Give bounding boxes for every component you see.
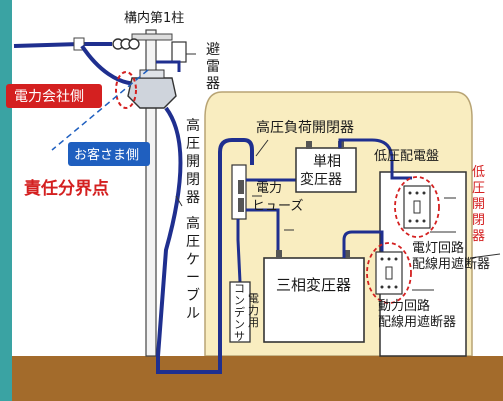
incoming-insulator <box>73 37 85 51</box>
svg-text:器: 器 <box>206 76 220 92</box>
utility-pole <box>145 29 157 357</box>
label-hv-switch: 高 圧 開 閉 器 <box>186 117 200 206</box>
leader-lines <box>175 53 501 291</box>
svg-text:配線用遮断器: 配線用遮断器 <box>378 314 456 330</box>
label-hv-load-switch: 高圧負荷開閉器 <box>256 119 354 136</box>
label-lighting-breaker: 電灯回路 配線用遮断器 <box>412 240 490 272</box>
label-boundary-point: 責任分界点 <box>24 178 109 199</box>
fuse-1 <box>238 180 244 194</box>
boundary-marker-ellipse <box>115 71 137 109</box>
svg-text:単相: 単相 <box>313 154 341 170</box>
svg-text:閉: 閉 <box>186 172 200 188</box>
three-phase-transformer <box>263 257 365 343</box>
svg-text:サ: サ <box>234 330 245 343</box>
svg-text:圧: 圧 <box>186 136 200 152</box>
label-lightning-arrester: 避 雷 器 <box>206 42 220 92</box>
incoming-line <box>13 42 112 48</box>
svg-text:圧: 圧 <box>186 234 200 250</box>
label-customer-side: お客さま側 <box>74 147 139 163</box>
svg-text:電力: 電力 <box>256 181 282 196</box>
svg-text:ル: ル <box>186 306 200 322</box>
customer-side-badge <box>68 142 150 166</box>
svg-text:避: 避 <box>206 42 220 58</box>
svg-text:圧: 圧 <box>472 181 485 196</box>
wire-to-three <box>246 208 280 255</box>
svg-text:デ: デ <box>234 305 245 319</box>
svg-text:器: 器 <box>186 190 200 206</box>
label-power-fuse: 電力 ヒューズ <box>252 181 303 214</box>
svg-text:ヒューズ: ヒューズ <box>252 198 303 214</box>
label-utility-side: 電力会社側 <box>14 89 84 105</box>
svg-text:用: 用 <box>248 316 259 329</box>
svg-text:高: 高 <box>186 117 200 134</box>
label-three-phase-transformer: 三相変圧器 <box>276 276 351 294</box>
svg-text:ブ: ブ <box>186 287 200 304</box>
hv-cable <box>156 106 222 374</box>
svg-text:ン: ン <box>234 318 245 331</box>
label-capacitor: 電 力 用 コ ン デ ン サ <box>234 282 259 343</box>
svg-text:ン: ン <box>234 294 245 307</box>
breaker-power-marker <box>366 242 412 304</box>
lightning-arrester-box <box>171 41 187 63</box>
svg-text:コ: コ <box>234 282 245 295</box>
capacitor-body <box>229 281 251 343</box>
breaker-lighting-marker <box>394 176 440 238</box>
label-single-phase-transformer: 単相 変圧器 <box>300 154 342 188</box>
sp-bushing-1 <box>306 141 312 149</box>
arrester-lead <box>156 60 181 72</box>
insulator-string <box>112 38 140 50</box>
label-hv-cable: 高 圧 ケ ー ブ ル <box>186 215 200 322</box>
wire-to-capacitor <box>236 219 242 283</box>
svg-text:電: 電 <box>248 292 259 305</box>
label-lv-switch: 低 圧 開 閉 器 <box>472 165 485 244</box>
utility-side-badge <box>6 84 102 108</box>
tp-bushing-1 <box>276 250 282 259</box>
hv-cable-inside <box>218 138 254 350</box>
svg-text:変圧器: 変圧器 <box>300 171 342 188</box>
fuse-2 <box>238 198 244 212</box>
left-frame-strip <box>0 0 12 401</box>
wire-three-to-panel <box>342 230 384 258</box>
svg-text:高: 高 <box>186 215 200 232</box>
pole-crossarm <box>131 33 173 41</box>
hv-switch-top <box>139 69 165 79</box>
ground-band <box>12 356 503 401</box>
svg-text:閉: 閉 <box>472 213 485 228</box>
svg-text:開: 開 <box>186 154 200 170</box>
svg-text:低: 低 <box>472 165 485 180</box>
svg-text:電灯回路: 電灯回路 <box>412 240 464 256</box>
tp-bushing-2 <box>344 250 350 259</box>
svg-text:ー: ー <box>186 270 200 286</box>
svg-text:配線用遮断器: 配線用遮断器 <box>412 256 490 272</box>
boundary-line <box>51 69 149 151</box>
svg-text:開: 開 <box>472 197 485 212</box>
drop-wire <box>80 44 139 86</box>
label-lv-panel: 低圧配電盤 <box>374 149 439 164</box>
hv-switch-body <box>127 77 177 109</box>
label-pole: 構内第1柱 <box>124 10 184 26</box>
svg-text:器: 器 <box>472 229 485 244</box>
svg-text:動力回路: 動力回路 <box>378 298 430 314</box>
svg-text:ケ: ケ <box>186 252 200 268</box>
wire-single-to-panel <box>338 138 412 180</box>
label-power-breaker: 動力回路 配線用遮断器 <box>378 298 456 330</box>
svg-text:雷: 雷 <box>206 59 220 75</box>
single-phase-transformer <box>295 147 357 193</box>
svg-text:力: 力 <box>248 304 259 317</box>
